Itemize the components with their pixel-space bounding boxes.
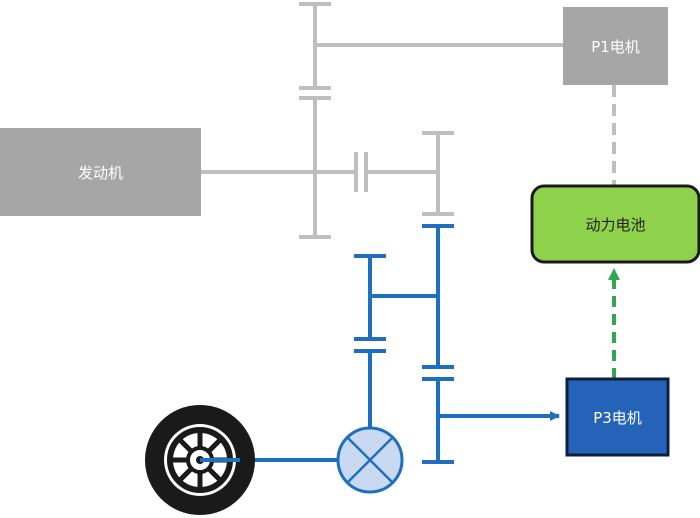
engine-label: 发动机 (77, 163, 123, 182)
gray-gear-train (199, 2, 616, 239)
differential (336, 426, 404, 494)
p3-motor-box (565, 377, 670, 457)
battery-label: 动力电池 (585, 215, 646, 234)
battery-box (530, 184, 700, 264)
engine-box (0, 128, 201, 216)
p1-motor-box (563, 7, 668, 85)
p3-motor-label: P3电机 (593, 408, 642, 427)
p1-motor-label: P1电机 (591, 37, 640, 56)
